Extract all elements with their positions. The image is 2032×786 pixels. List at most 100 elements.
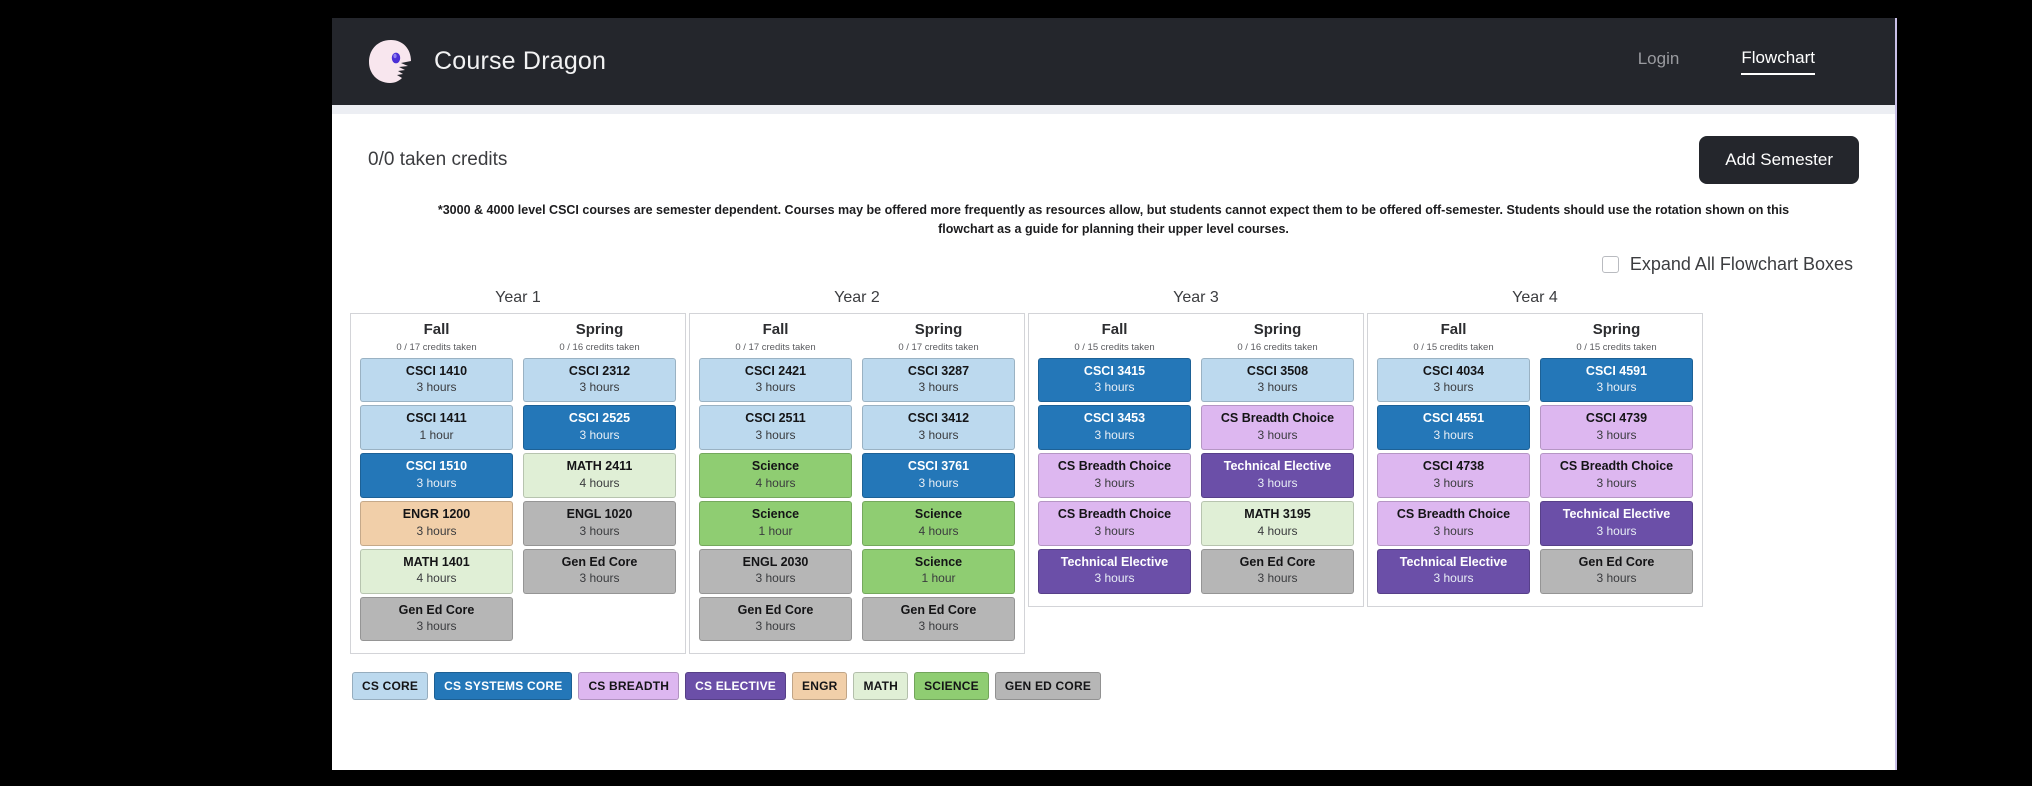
course-code: CSCI 2525 xyxy=(568,411,631,426)
legend-item[interactable]: CS BREADTH xyxy=(578,672,680,701)
course-hours: 1 hour xyxy=(419,427,454,442)
course-code: CSCI 4034 xyxy=(1422,363,1485,378)
semester-name: Fall xyxy=(1101,320,1128,338)
course-code: MATH 2411 xyxy=(566,459,633,474)
course-code: CSCI 3761 xyxy=(907,459,970,474)
course-code: Gen Ed Core xyxy=(1239,554,1316,569)
course-code: CSCI 3287 xyxy=(907,363,970,378)
semester-name: Fall xyxy=(423,320,450,338)
course-hours: 3 hours xyxy=(1094,571,1135,586)
course-code: Science xyxy=(914,554,963,569)
course-code: CSCI 2511 xyxy=(745,411,806,426)
expand-all-checkbox[interactable] xyxy=(1601,255,1619,273)
dragon-head-icon xyxy=(364,36,416,88)
nav-link-flowchart[interactable]: Flowchart xyxy=(1741,48,1815,75)
legend-item[interactable]: ENGR xyxy=(792,672,848,701)
course-hours: 3 hours xyxy=(1433,475,1474,490)
legend-item[interactable]: CS CORE xyxy=(352,672,429,701)
course-hours: 3 hours xyxy=(1596,571,1637,586)
legend-item[interactable]: CS ELECTIVE xyxy=(685,672,786,701)
course-hours: 3 hours xyxy=(1257,475,1298,490)
add-semester-button[interactable]: Add Semester xyxy=(1699,136,1859,184)
course-code: Gen Ed Core xyxy=(900,602,977,617)
course-hours: 1 hour xyxy=(758,523,793,538)
course-code: CSCI 1410 xyxy=(405,363,468,378)
course-hours: 4 hours xyxy=(1257,523,1298,538)
toolbar: 0/0 taken credits Add Semester xyxy=(332,114,1895,184)
course-box[interactable]: Gen Ed Core 3 hours xyxy=(699,596,852,642)
course-hours: 3 hours xyxy=(755,619,796,634)
course-code: Gen Ed Core xyxy=(737,602,814,617)
legend-item[interactable]: GEN ED CORE xyxy=(994,672,1102,701)
course-box[interactable]: CSCI 4591 3 hours xyxy=(1540,357,1693,403)
taken-credits-label: 0/0 taken credits xyxy=(368,149,508,170)
navbar: Course Dragon Login Flowchart xyxy=(332,18,1895,105)
course-hours: 3 hours xyxy=(1094,523,1135,538)
course-hours: 3 hours xyxy=(1257,427,1298,442)
course-hours: 1 hour xyxy=(921,571,956,586)
course-hours: 4 hours xyxy=(755,475,796,490)
course-hours: 3 hours xyxy=(1596,380,1637,395)
legend-item[interactable]: CS SYSTEMS CORE xyxy=(434,672,573,701)
course-box[interactable]: Science 1 hour xyxy=(862,548,1015,594)
course-code: CSCI 4591 xyxy=(1585,363,1648,378)
brand[interactable]: Course Dragon xyxy=(364,36,606,88)
nav-links: Login Flowchart xyxy=(1638,48,1863,75)
legend-item[interactable]: MATH xyxy=(853,672,909,701)
nav-link-login[interactable]: Login xyxy=(1637,49,1680,68)
course-code: ENGL 1020 xyxy=(566,506,633,521)
course-hours: 3 hours xyxy=(1433,523,1474,538)
course-hours: 3 hours xyxy=(579,427,620,442)
legend-item[interactable]: SCIENCE xyxy=(914,672,989,701)
course-hours: 3 hours xyxy=(579,571,620,586)
semester-credits: 0 / 16 credits taken xyxy=(559,341,640,353)
